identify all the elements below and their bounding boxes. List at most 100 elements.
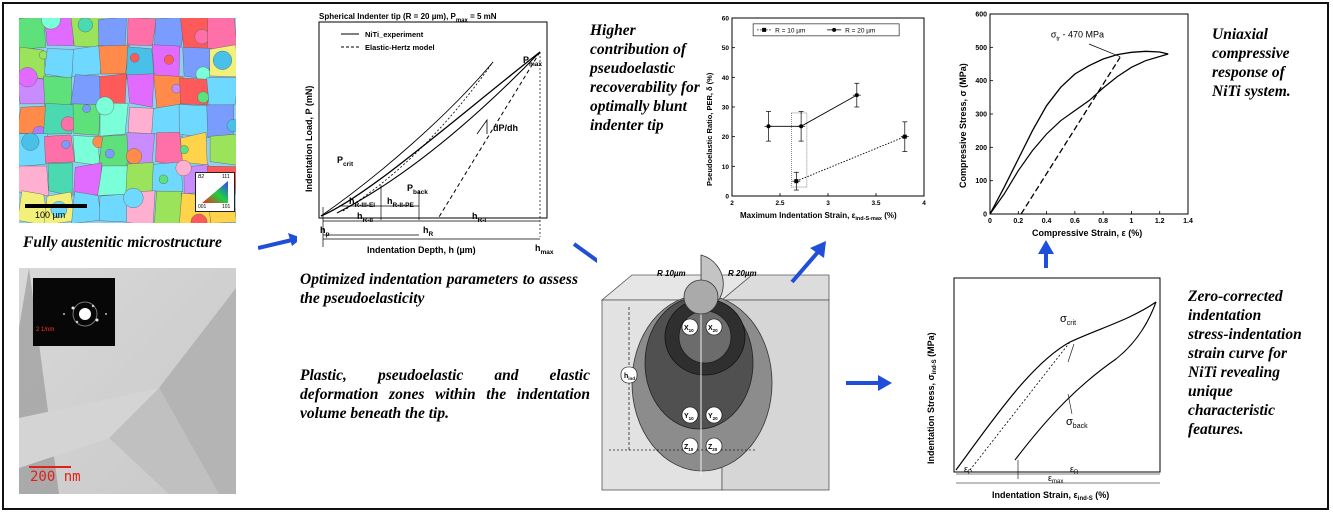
unloading-curve <box>336 51 541 214</box>
caption-optimized: Optimized indentation parameters to asse… <box>300 271 578 307</box>
y-tick-label: 500 <box>975 45 987 52</box>
diffraction-inset: 2 1/nm <box>33 278 115 346</box>
caption-microstructure: Fully austenitic microstructure <box>23 234 222 251</box>
grain <box>154 18 185 50</box>
per-ylabel: Pseudoelastic Ratio, PER, δ (%) <box>705 72 714 186</box>
x-tick-label: 0.4 <box>1042 218 1052 225</box>
caption-higher: Higher contribution of pseudoelastic rec… <box>590 22 700 134</box>
grain <box>61 140 71 149</box>
loading-curve <box>989 50 1169 215</box>
leader-crit <box>1067 343 1075 363</box>
y-tick-label: 40 <box>722 75 730 82</box>
ebsd-scale-bar <box>25 204 87 208</box>
label-h-p: hp <box>320 225 330 238</box>
legend-marker-r20 <box>832 27 837 32</box>
marker-z10: Z10 <box>684 444 694 452</box>
marker-x10: X10 <box>684 325 694 333</box>
per-xlabel: Maximum Indentation Strain, εind-S-max (… <box>740 211 897 222</box>
y-tick-label: 200 <box>975 145 987 152</box>
grain <box>130 53 140 63</box>
grain <box>123 187 144 209</box>
grain <box>209 133 236 166</box>
x-tick-label: 0 <box>988 218 992 225</box>
label-h-r2: hR-II <box>357 211 373 224</box>
label-sigma-crit: σcrit <box>1060 313 1076 327</box>
legend-label-r20: R = 20 µm <box>845 27 875 34</box>
label-pmax: Pmax <box>523 55 542 68</box>
hertz-experiment-upper-curve <box>320 61 494 217</box>
plastic-core <box>678 310 732 364</box>
y-tick-label: 30 <box>722 105 730 112</box>
label-eps-p: εP <box>964 464 972 476</box>
grain <box>158 174 169 185</box>
tem-image: 2 1/nm 200 nm <box>19 268 236 494</box>
grain <box>41 18 61 30</box>
ebsd-map: 100 µm B2 111 001 101 <box>19 18 236 223</box>
grain <box>171 83 182 94</box>
grain <box>126 18 157 46</box>
diffraction-scale-label: 2 1/nm <box>36 327 55 333</box>
grain <box>197 91 210 104</box>
indenter-tip-10um <box>683 279 719 315</box>
label-h-r1: hR-I <box>472 211 486 224</box>
label-h-r: hR <box>423 225 434 238</box>
grain <box>19 18 46 50</box>
slope-triangle <box>476 118 488 135</box>
grain <box>175 160 192 177</box>
load-depth-ylabel: Indentation Load, P (mN) <box>304 86 314 192</box>
legend-experiment: NiTi_experiment <box>365 30 424 39</box>
y-tick-label: 400 <box>975 78 987 85</box>
label-eps-max: εmax <box>1048 473 1063 485</box>
hertz-model-curve <box>342 61 494 212</box>
loading-curve <box>955 301 1157 471</box>
grain <box>47 162 73 197</box>
load-depth-legend: NiTi_experiment Elastic-Hertz model <box>341 30 435 52</box>
grain <box>125 162 155 193</box>
grain <box>126 148 143 165</box>
legend-marker-r10 <box>762 27 767 32</box>
unloading-curve <box>1014 301 1157 461</box>
stress-strain-ylabel: Indentation Stress, σind-S (MPa) <box>926 332 938 464</box>
caption-uniaxial: Uniaxial compressive response of NiTi sy… <box>1212 26 1291 100</box>
grain <box>127 107 156 135</box>
ipf-key-001: 001 <box>198 204 207 210</box>
label-h-r3el: hR-III-El <box>349 196 375 209</box>
grain <box>72 103 101 136</box>
r20-line <box>768 94 858 127</box>
indentation-volume-diagram: X10 X20 Y10 Y20 Z10 Z20 hind R 10µm R 20… <box>597 254 838 495</box>
legend-hertz: Elastic-Hertz model <box>365 43 435 52</box>
x-tick-label: 0.2 <box>1013 218 1023 225</box>
tem-scale-label: 200 nm <box>30 469 81 485</box>
arrow-up-right-icon <box>790 241 826 284</box>
y-tick-label: 300 <box>975 112 987 119</box>
y-tick-label: 60 <box>722 16 730 23</box>
annotation-sigma-tr: σtr - 470 MPa <box>1051 29 1104 42</box>
grain <box>179 145 189 155</box>
x-tick-label: 1.4 <box>1183 218 1193 225</box>
grain <box>19 67 38 88</box>
grain <box>226 119 236 132</box>
stress-strain-plot-frame <box>953 277 1161 473</box>
grain <box>164 54 174 65</box>
grain <box>77 18 93 33</box>
grain <box>98 44 130 75</box>
grain <box>151 103 184 137</box>
caption-zones: Plastic, pseudoelastic and elastic defor… <box>300 367 590 422</box>
grain <box>98 134 130 167</box>
indentation-stress-strain-panel: σcrit σback εP εR εmax Indentation Strai… <box>920 274 1170 506</box>
plot-frame <box>731 17 925 197</box>
label-h-max: hmax <box>535 243 554 256</box>
marker-x20: X20 <box>708 325 718 333</box>
label-r10: R 10µm <box>657 269 686 278</box>
grain <box>71 44 103 77</box>
y-tick-label: 600 <box>975 12 987 19</box>
load-depth-panel: Spherical Indenter tip (R = 20 µm), Pmax… <box>297 7 563 263</box>
x-tick-label: 3.5 <box>871 200 880 207</box>
grain <box>190 213 208 223</box>
caption-zero: Zero-corrected indentation stress-indent… <box>1188 288 1302 438</box>
x-tick-label: 0.8 <box>1098 218 1108 225</box>
data-point-r10 <box>794 179 799 184</box>
annotation-leader <box>1088 43 1121 57</box>
